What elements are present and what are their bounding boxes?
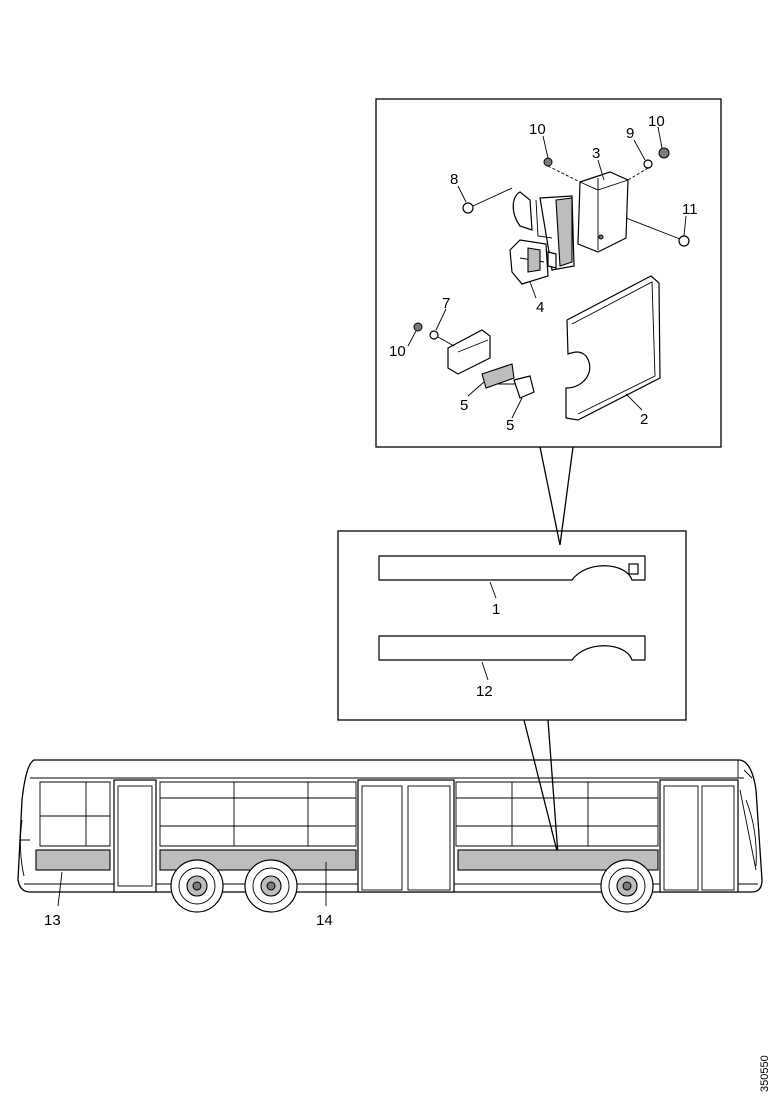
bus-door-middle: [357, 779, 455, 893]
callout-1: 1: [492, 601, 500, 618]
fastener-bolt-8: [462, 187, 513, 214]
detail-frame: [375, 98, 722, 448]
callout-14: 14: [316, 912, 333, 929]
document-number: 350550: [759, 1055, 771, 1092]
bus-side-view: 13 14: [17, 759, 763, 929]
fastener-nut-10a: [543, 157, 553, 167]
side-trim-strip-13: [35, 849, 111, 871]
fastener-bolt-11: [625, 217, 690, 247]
bracket-part-3: [577, 171, 629, 253]
callout-13: 13: [44, 912, 61, 929]
bus-body: [17, 759, 763, 893]
fastener-washer-9: [643, 159, 653, 169]
middle-frame: [337, 530, 687, 721]
callout-9: 9: [626, 125, 634, 142]
fastener-washer-7: [429, 330, 455, 347]
fastener-nut-10c: [413, 322, 423, 332]
trim-strip-part-12: [378, 635, 646, 661]
callout-5b: 5: [506, 417, 514, 434]
bus-door-front: [113, 779, 157, 893]
bus-wheel-2: [244, 859, 298, 913]
bus-wheel-3: [600, 859, 654, 913]
callout-11: 11: [682, 201, 698, 218]
callout-8: 8: [450, 171, 458, 188]
callout-3: 3: [592, 145, 600, 162]
cover-panel-part-2: [565, 275, 661, 421]
trim-strip-part-1: [378, 555, 646, 581]
callout-4: 4: [536, 299, 544, 316]
callout-12: 12: [476, 683, 493, 700]
callout-7: 7: [442, 295, 450, 312]
detail-view-trim-strips: 1 12: [337, 530, 687, 721]
latch-assembly-part-4: [509, 191, 575, 285]
bus-door-rear: [659, 779, 739, 893]
side-trim-strip-rear: [457, 849, 659, 871]
callout-10a: 10: [529, 121, 546, 138]
bus-wheel-1: [170, 859, 224, 913]
pointer-middle-to-bus: [523, 719, 559, 856]
callout-10c: 10: [389, 343, 406, 360]
clip-assembly-part-5: [447, 329, 535, 399]
fastener-nut-10b: [658, 147, 670, 159]
callout-10b: 10: [648, 113, 665, 130]
detail-view-mounting-hardware: 10 3 9 10 8 11 4 7 10 5 5 2: [375, 98, 722, 448]
callout-5a: 5: [460, 397, 468, 414]
callout-2: 2: [640, 411, 648, 428]
pointer-detail-to-middle: [539, 446, 574, 546]
